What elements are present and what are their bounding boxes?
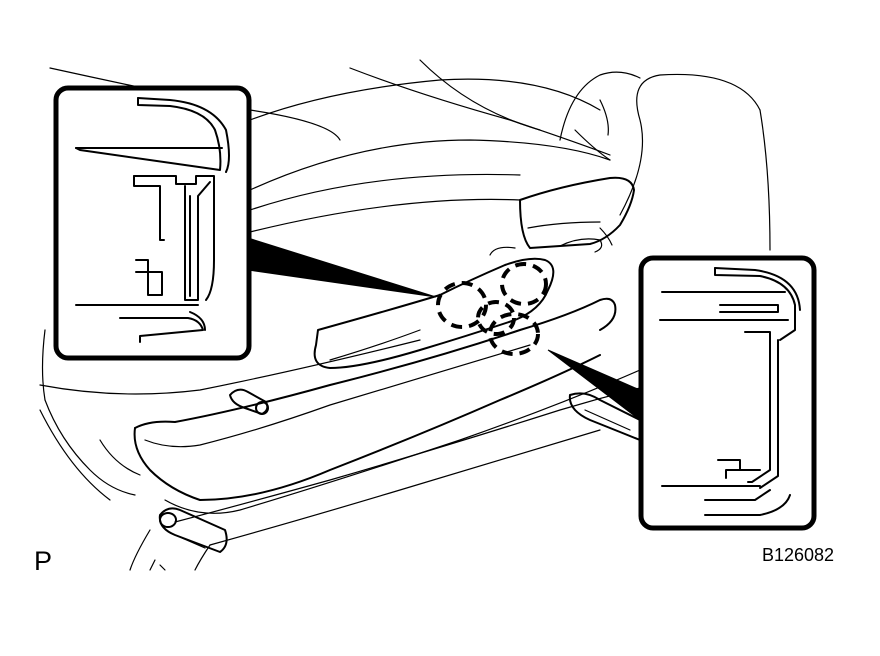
clip-circle	[436, 281, 488, 329]
clip-circles	[436, 262, 548, 356]
detail-inset-right	[638, 255, 817, 531]
clip-circle	[476, 300, 516, 336]
bolt	[229, 388, 269, 415]
view-label: P	[34, 546, 53, 576]
seat-outline	[39, 59, 771, 571]
armrest-cover	[519, 176, 635, 253]
clip-circle	[500, 262, 548, 306]
seat-side-shield	[39, 297, 641, 546]
rail-end	[158, 507, 228, 553]
clip-circle	[488, 312, 540, 356]
callout-pointer-left	[247, 237, 437, 298]
figure-reference-code: B126082	[762, 545, 835, 565]
detail-inset-left	[53, 85, 252, 361]
